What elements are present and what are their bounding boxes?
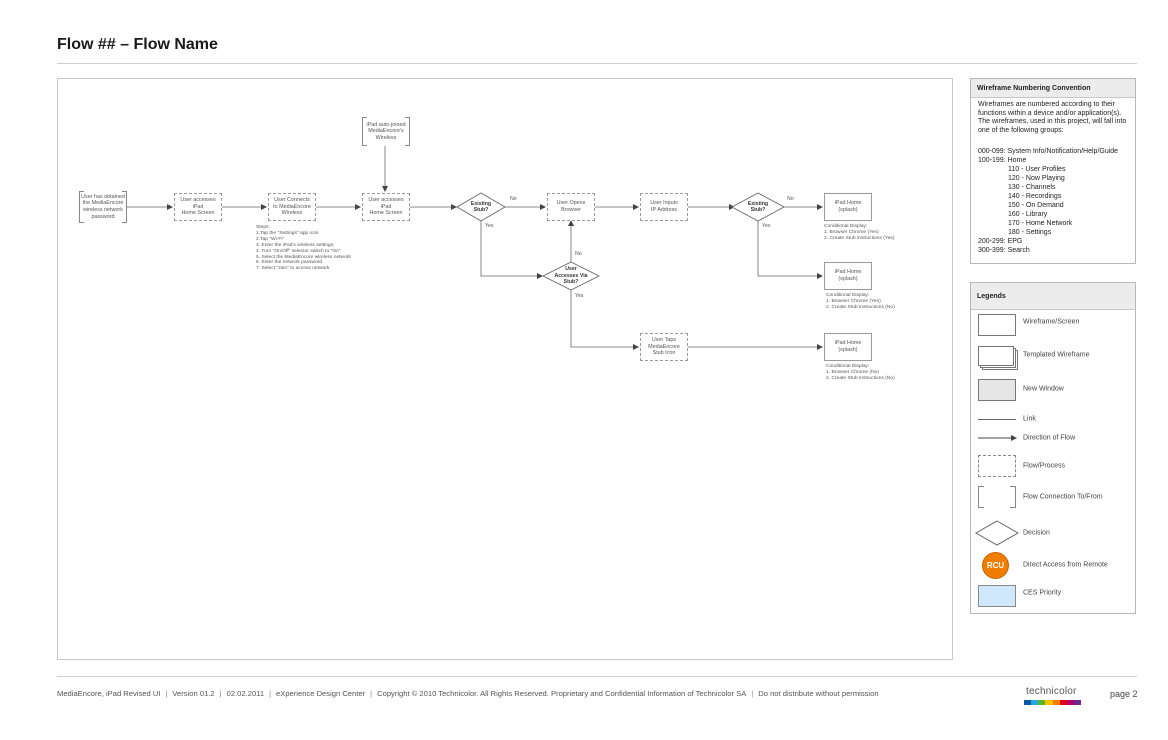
node-label: iPad auto-joined MediaEncore's Wireless bbox=[366, 121, 406, 141]
connector bbox=[480, 221, 543, 279]
steps-note: Steps: 1.Tap the "Settings" app icon 2.T… bbox=[256, 225, 351, 272]
footer-disclaimer: Do not distribute without permission bbox=[758, 689, 879, 698]
legend-label: Flow/Process bbox=[1023, 462, 1066, 470]
footer-team: eXperience Design Center bbox=[276, 689, 366, 698]
decision-diamond-icon bbox=[456, 192, 506, 222]
numbering-item: 100-199: Home bbox=[978, 157, 1027, 164]
branch-label-no: No bbox=[575, 251, 582, 257]
process-node-access-home: User accesses iPad Home Screen bbox=[174, 193, 222, 221]
numbering-convention-panel: Wireframe Numbering Convention Wireframe… bbox=[970, 78, 1136, 264]
legends-panel: Legends Wireframe/Screen Templated Wiref… bbox=[970, 282, 1136, 614]
branch-label-no: No bbox=[787, 196, 794, 202]
process-node-connect-wireless: User Connects to MediaEncore Wireless bbox=[268, 193, 316, 221]
legend-label: Direction of Flow bbox=[1023, 434, 1076, 442]
conditional-note: Conditional Display: 1. Browser Chrome (… bbox=[826, 293, 895, 310]
page-number: page 2 bbox=[1110, 689, 1138, 699]
process-node-input-ip: User Inputs IP Address bbox=[640, 193, 688, 221]
page-title: Flow ## – Flow Name bbox=[57, 36, 218, 53]
numbering-item: 180 - Settings bbox=[1008, 229, 1052, 236]
footer-info: MediaEncore, iPad Revised UI|Version 01.… bbox=[57, 689, 879, 698]
process-node-open-browser: User Opens Browser bbox=[547, 193, 595, 221]
numbering-item: 120 - Now Playing bbox=[1008, 175, 1065, 182]
wireframe-node-home-splash: iPad Home (splash) bbox=[824, 193, 872, 221]
legend-label: Decision bbox=[1023, 529, 1050, 537]
technicolor-color-bar bbox=[1024, 700, 1081, 705]
node-label: User has obtained the MediaEncore wirele… bbox=[81, 193, 125, 220]
legend-label: CES Priority bbox=[1023, 589, 1062, 597]
process-node-tap-stub: User Taps MediaEncore Stub Icon bbox=[640, 333, 688, 361]
branch-label-yes: Yes bbox=[762, 223, 771, 229]
wireframe-node-home-splash: iPad Home (splash) bbox=[824, 333, 872, 361]
footer-copyright: Copyright © 2010 Technicolor. All Rights… bbox=[377, 689, 747, 698]
numbering-item: 150 - On Demand bbox=[1008, 202, 1064, 209]
decision-diamond-icon bbox=[731, 192, 785, 222]
rcu-badge-icon: RCU bbox=[982, 552, 1009, 579]
decision-label: Existing Stub? bbox=[470, 200, 492, 213]
process-node-access-home-2: User accesses iPad Home Screen bbox=[362, 193, 410, 221]
numbering-intro: Wireframes are numbered according to the… bbox=[978, 101, 1127, 134]
legend-label: Templated Wireframe bbox=[1023, 351, 1090, 359]
footer-date: 02.02.2011 bbox=[226, 689, 265, 698]
legend-label: Link bbox=[1023, 415, 1036, 423]
numbering-item: 200-299: EPG bbox=[978, 238, 1023, 245]
technicolor-logo: technicolor bbox=[1026, 686, 1077, 697]
panel-title: Legends bbox=[971, 283, 1135, 310]
numbering-item: 000-099: System Info/Notification/Help/G… bbox=[978, 148, 1119, 155]
connector bbox=[570, 290, 639, 350]
footer-project: MediaEncore, iPad Revised UI bbox=[57, 689, 161, 698]
footer-version: Version 01.2 bbox=[172, 689, 215, 698]
footer-divider bbox=[57, 676, 1137, 677]
numbering-item: 170 - Home Network bbox=[1008, 220, 1073, 227]
decision-diamond-icon bbox=[541, 261, 601, 291]
new-window-icon bbox=[978, 379, 1016, 401]
branch-label-no: No bbox=[510, 196, 517, 202]
decision-diamond-icon bbox=[975, 520, 1019, 546]
numbering-item: 130 - Channels bbox=[1008, 184, 1056, 191]
legend-label: Wireframe/Screen bbox=[1023, 318, 1080, 326]
ces-priority-icon bbox=[978, 585, 1016, 607]
flow-connection-bracket-icon bbox=[978, 486, 1016, 508]
decision-label: User Accesses Via Stub? bbox=[554, 266, 588, 286]
branch-label-yes: Yes bbox=[575, 293, 584, 299]
flow-connectors bbox=[117, 146, 823, 350]
conditional-note: Conditional Display: 1. Browser Chrome (… bbox=[824, 224, 895, 241]
branch-label-yes: Yes bbox=[485, 223, 494, 229]
legend-label: Direct Access from Remote bbox=[1023, 561, 1108, 569]
wireframe-screen-icon bbox=[978, 314, 1016, 336]
flow-arrow-icon bbox=[978, 435, 1017, 441]
flow-connection-node: User has obtained the MediaEncore wirele… bbox=[79, 191, 127, 223]
connector bbox=[757, 221, 823, 279]
wireframe-node-home-splash: iPad Home (splash) bbox=[824, 262, 872, 290]
numbering-item: 300-399: Search bbox=[978, 247, 1030, 254]
conditional-note: Conditional Display: 1. Browser Chrome (… bbox=[826, 364, 895, 381]
flow-diagram: User has obtained the MediaEncore wirele… bbox=[57, 78, 953, 660]
flow-connection-node: iPad auto-joined MediaEncore's Wireless bbox=[362, 117, 410, 146]
flow-process-icon bbox=[978, 455, 1016, 477]
panel-title: Wireframe Numbering Convention bbox=[971, 79, 1135, 98]
legend-label: Flow Connection To/From bbox=[1023, 493, 1103, 501]
link-line-icon bbox=[978, 419, 1016, 420]
numbering-item: 160 - Library bbox=[1008, 211, 1048, 218]
header-divider bbox=[57, 63, 1137, 64]
numbering-item: 110 - User Profiles bbox=[1008, 166, 1066, 173]
numbering-item: 140 - Recordings bbox=[1008, 193, 1062, 200]
decision-label: Existing Stub? bbox=[747, 200, 769, 213]
legend-label: New Window bbox=[1023, 385, 1064, 393]
